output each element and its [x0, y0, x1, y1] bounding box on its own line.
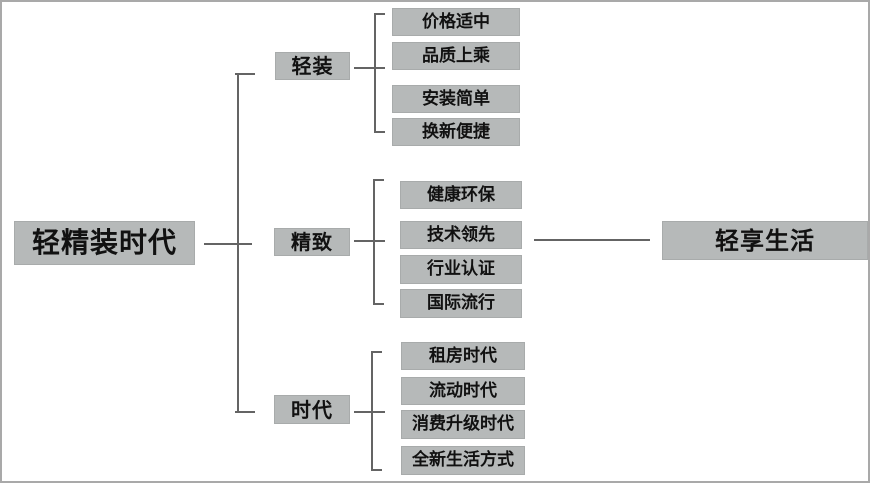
connector-items-to-result	[534, 239, 650, 241]
item-node-2-2: 技术领先	[400, 221, 522, 249]
bracket-1-top-tick	[374, 13, 385, 15]
connector-branch-2-to-bracket	[354, 240, 385, 242]
item-node-1-1: 价格适中	[392, 8, 520, 36]
connector-trunk-to-branch-1	[235, 73, 255, 75]
branch-node-3: 时代	[274, 395, 350, 424]
item-node-3-1: 租房时代	[401, 342, 525, 370]
root-node: 轻精装时代	[14, 221, 195, 265]
bracket-2-vertical	[373, 179, 375, 305]
item-node-2-4: 国际流行	[400, 289, 522, 318]
item-node-1-3: 安装简单	[392, 85, 520, 113]
bracket-3-vertical	[371, 351, 373, 471]
branch-node-2: 精致	[274, 228, 350, 256]
item-node-2-3: 行业认证	[400, 255, 522, 284]
item-node-2-1: 健康环保	[400, 181, 522, 209]
bracket-1-bottom-tick	[374, 131, 385, 133]
connector-branch-1-to-bracket	[354, 67, 385, 69]
result-node: 轻享生活	[662, 221, 868, 260]
bracket-3-top-tick	[371, 351, 382, 353]
bracket-2-bottom-tick	[373, 303, 384, 305]
item-node-3-3: 消费升级时代	[401, 410, 525, 439]
bracket-3-bottom-tick	[371, 469, 382, 471]
trunk-vertical-line	[237, 73, 239, 413]
item-node-1-4: 换新便捷	[392, 118, 520, 146]
item-node-3-4: 全新生活方式	[401, 446, 525, 475]
branch-node-1: 轻装	[275, 52, 350, 80]
connector-root-to-trunk	[204, 243, 252, 245]
connector-branch-3-to-bracket	[354, 411, 385, 413]
bracket-1-vertical	[374, 13, 376, 133]
bracket-2-top-tick	[373, 179, 384, 181]
item-node-3-2: 流动时代	[401, 377, 525, 405]
connector-trunk-to-branch-3	[235, 411, 255, 413]
item-node-1-2: 品质上乘	[392, 42, 520, 70]
